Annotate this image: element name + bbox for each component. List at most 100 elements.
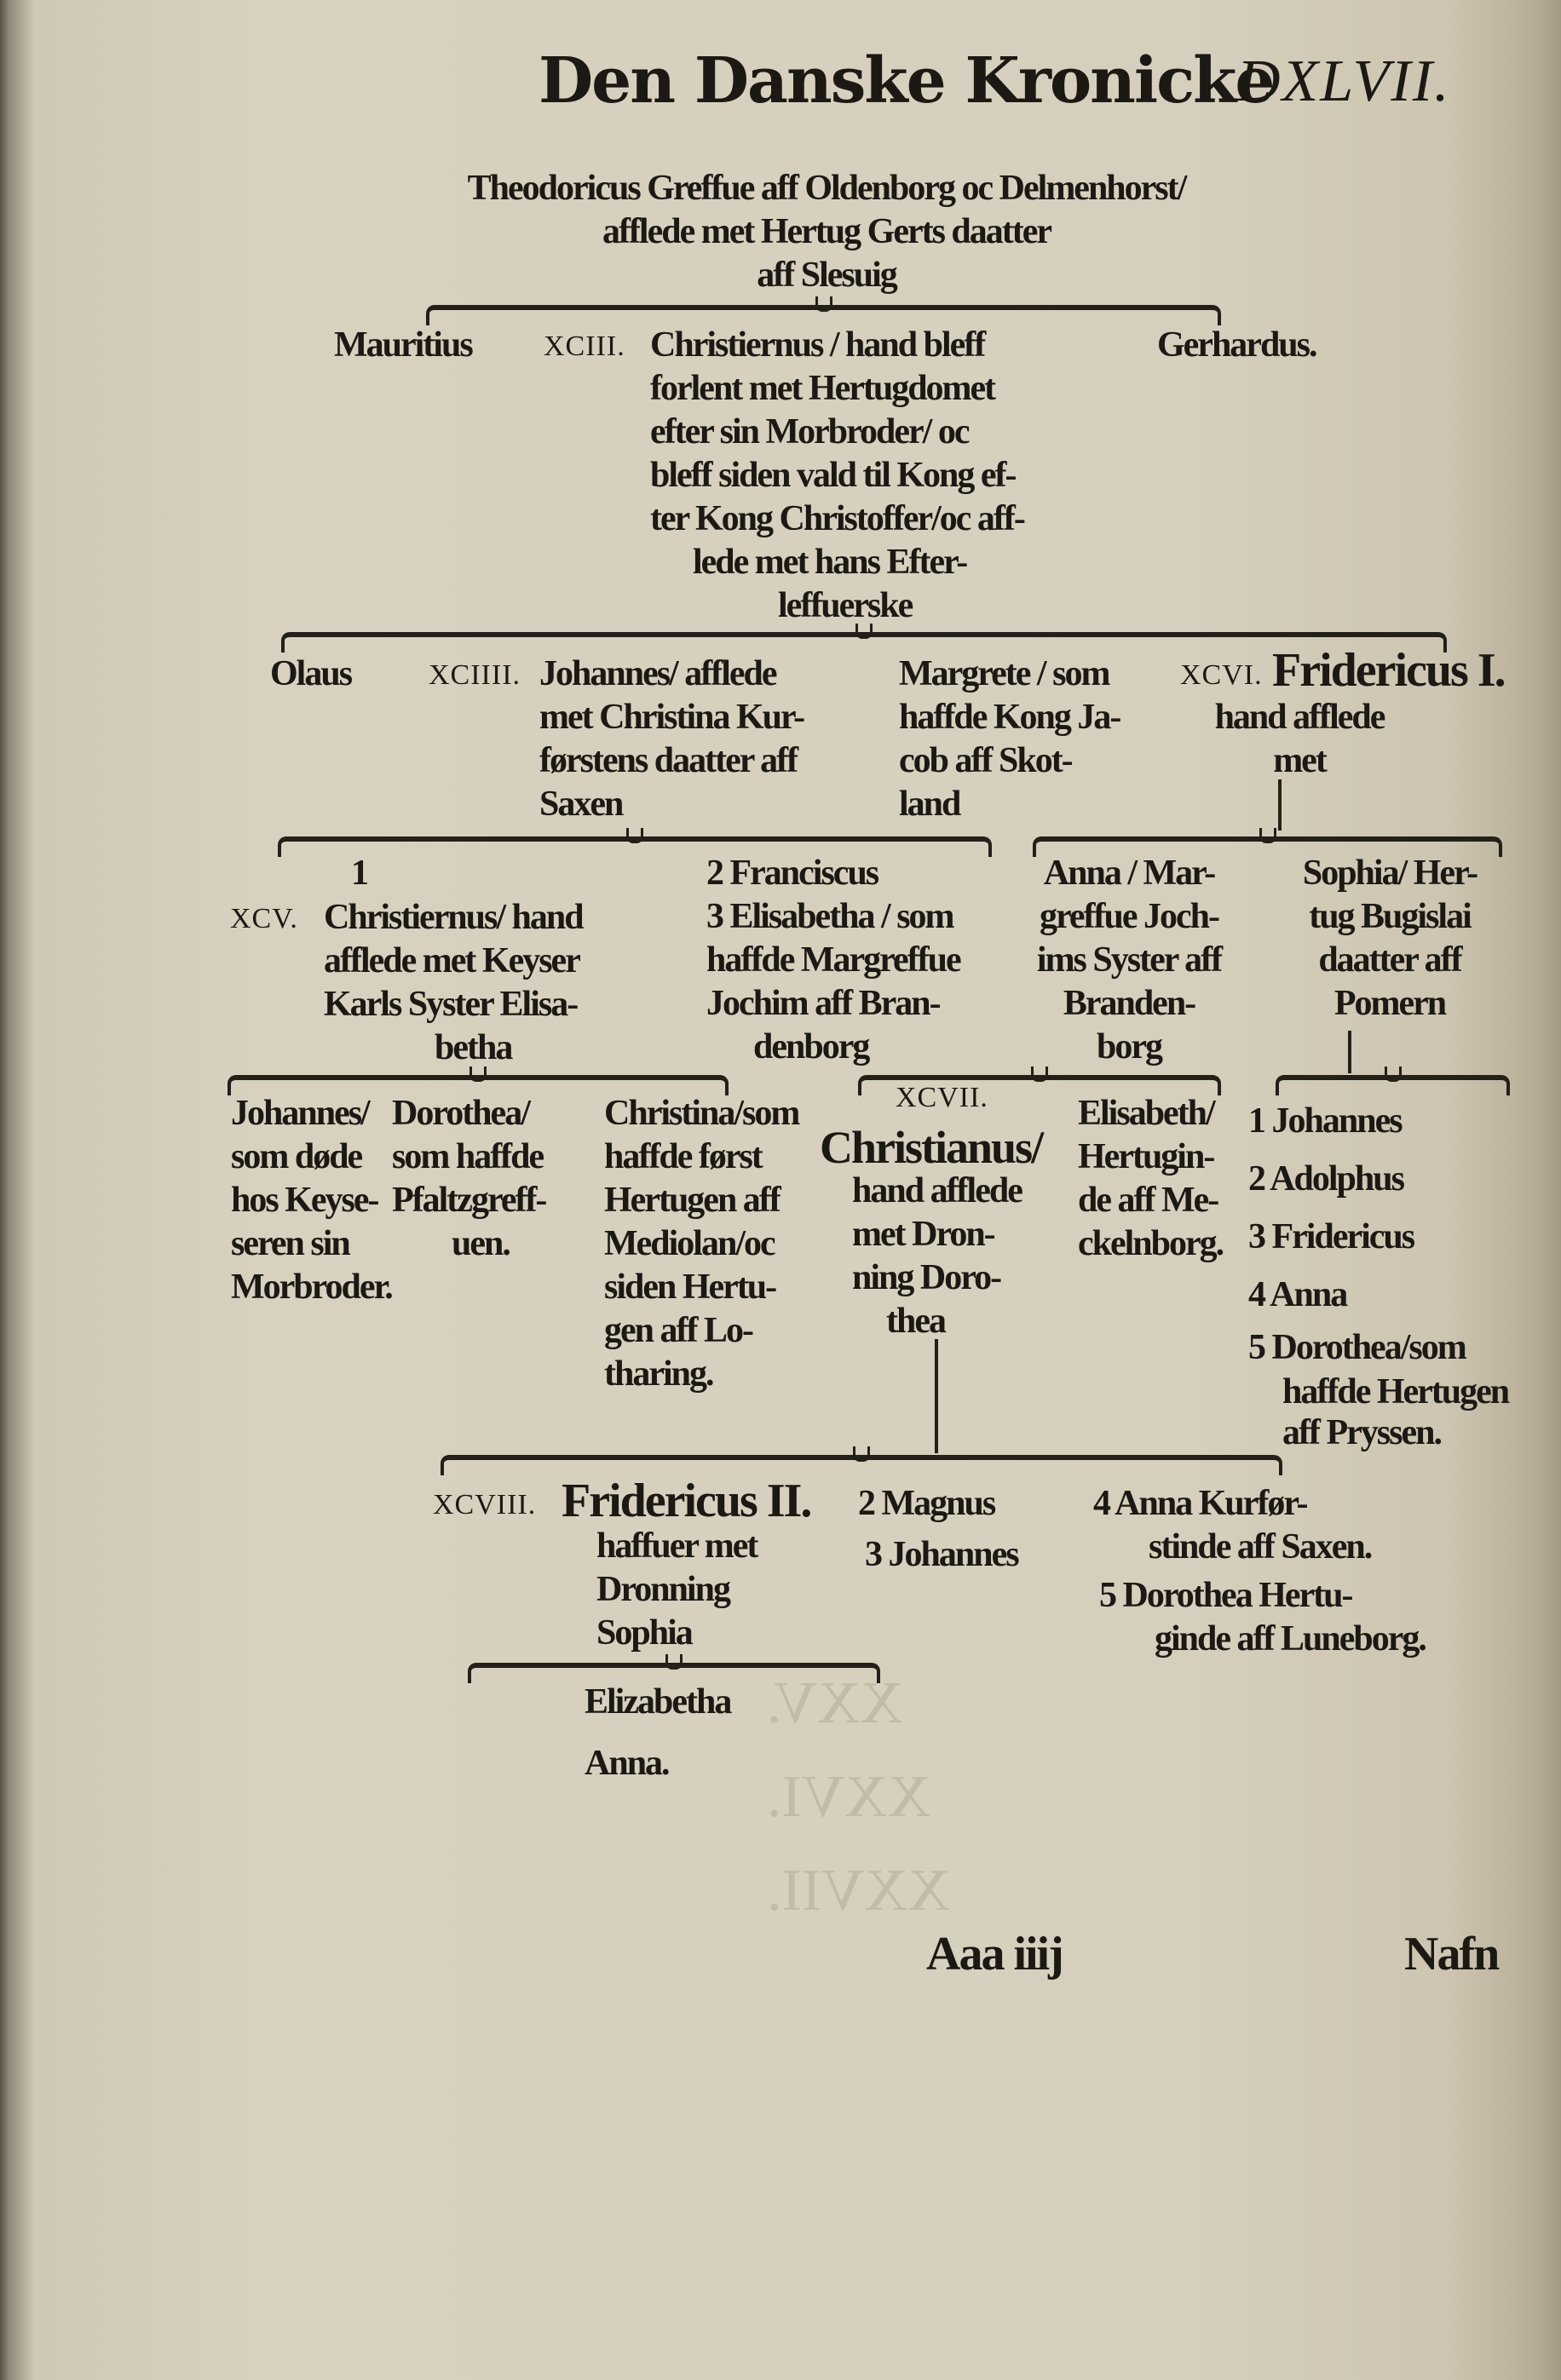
text-line: Anna / Mar- (1043, 854, 1216, 893)
text-line: Branden- (1063, 984, 1196, 1023)
genealogy-bracket (278, 836, 992, 857)
list-item: Elizabetha (585, 1682, 732, 1722)
entry-margrete: Margrete / som haffde Kong Ja- cob aff S… (899, 652, 1121, 826)
text-line: Elisabeth/ (1078, 1094, 1216, 1133)
text-line: ter Kong Christoffer/oc aff- (650, 499, 1026, 538)
regnal-number: XCIII. (544, 331, 625, 362)
text-line: Sophia/ Her- (1302, 854, 1478, 893)
genealogy-bracket (281, 632, 1447, 652)
genealogy-bracket (1276, 1075, 1510, 1095)
text-line: Jochim aff Bran- (706, 984, 942, 1023)
text-line: siden Hertu- (604, 1268, 777, 1307)
text-line: met Christina Kur- (539, 698, 805, 737)
genealogy-bracket (1033, 836, 1502, 857)
text-line: Margrete / som (899, 654, 1110, 693)
text-line: haffde Kong Ja- (899, 698, 1121, 737)
show-through-text: XXVII. (767, 1858, 951, 1923)
text-line: daatter aff (1318, 940, 1462, 980)
entry-fridericus-ii: Fridericus II. (562, 1475, 812, 1527)
genealogy-bracket (858, 1075, 1221, 1095)
entry-fridericus-i: Fridericus I. (1272, 644, 1506, 697)
text-line: 5 Dorothea Hertu- (1099, 1576, 1353, 1615)
entry-dorothea-hertuginde: 5 Dorothea Hertu- ginde aff Luneborg. (1099, 1574, 1427, 1661)
text-line: ckelnborg. (1078, 1224, 1224, 1263)
text-line: thea (886, 1302, 947, 1341)
text-line: Saxen (539, 785, 624, 824)
entry-fridericus-ii-text: haffuer met Dronning Sophia (596, 1525, 758, 1655)
genealogy-bracket (426, 305, 1221, 325)
text-line: Pfaltzgreff- (392, 1181, 547, 1220)
regnal-number: XCV. (230, 903, 298, 934)
text-line: Christiernus / hand bleff (650, 325, 986, 365)
running-title: Den Danske Kronicke (539, 44, 1276, 118)
text-line: cob aff Skot- (899, 741, 1074, 780)
text-line: met (1273, 741, 1328, 780)
list-item: 3 Fridericus (1248, 1217, 1415, 1256)
text-line: borg (1097, 1027, 1163, 1066)
text-line: ginde aff Luneborg. (1155, 1619, 1427, 1659)
entry-anna: Anna / Mar- greffue Joch- ims Syster aff… (1010, 852, 1248, 1069)
birth-order: 1 (351, 854, 369, 893)
list-item: Anna. (585, 1744, 671, 1783)
text-line: hos Keyse- (231, 1181, 379, 1220)
text-line: land (899, 785, 961, 824)
text-line: Theodoricus Greffue aff Oldenborg oc Del… (467, 169, 1188, 208)
text-line: greffue Joch- (1040, 897, 1220, 936)
text-line: Dronning (596, 1570, 731, 1609)
show-through-text: XXVI. (767, 1764, 931, 1830)
text-line: Johannes/ afflede (539, 654, 778, 693)
text-line: 4 Anna Kurfør- (1093, 1484, 1308, 1523)
text-line: afflede met Hertug Gerts daatter (602, 212, 1052, 251)
text-line: de aff Me- (1078, 1181, 1219, 1220)
folio-number: DXLVII. (1237, 49, 1451, 114)
entry-dorothea: Dorothea/ som haffde Pfaltzgreff- uen. (392, 1092, 547, 1266)
descent-line (1348, 1031, 1351, 1073)
genealogy-bracket (441, 1455, 1282, 1475)
entry-johannes: Johannes/ afflede met Christina Kur- før… (539, 652, 805, 826)
text-line: Morbroder. (231, 1268, 394, 1307)
entry-gerhardus: Gerhardus. (1157, 325, 1318, 365)
text-line: ning Doro- (852, 1258, 1002, 1297)
entry-magnus: 2 Magnus (858, 1484, 996, 1523)
descent-line (1278, 779, 1282, 831)
list-item: 5 Dorothea/som (1248, 1328, 1467, 1367)
text-line: uen. (452, 1224, 511, 1263)
text-line: Hertugen aff (604, 1181, 781, 1220)
text-line: Pomern (1333, 984, 1447, 1023)
catchword: Nafn (1404, 1928, 1500, 1980)
text-line: haffde Margreffue (706, 940, 962, 980)
entry-christiernus-ii: Christiernus/ hand afflede met Keyser Ka… (324, 896, 585, 1070)
genealogy-bracket (468, 1663, 880, 1683)
entry-fridericus-children: 1 Johannes 2 Adolphus 3 Fridericus 4 Ann… (1248, 1092, 1510, 1453)
text-line: Johannes/ (231, 1094, 371, 1133)
text-line: seren sin (231, 1224, 351, 1263)
entry-fridericus-i-text: hand afflede met (1214, 696, 1386, 783)
text-line: haffde Hertugen (1282, 1372, 1510, 1411)
text-line: aff Slesuig (757, 256, 898, 295)
text-line: hand afflede (1214, 698, 1386, 737)
text-line: 3 Elisabetha / som (706, 897, 955, 936)
text-line: lede met hans Efter- (693, 543, 968, 582)
text-line: haffuer met (596, 1526, 758, 1566)
text-line: afflede met Keyser (324, 941, 581, 980)
text-line: som haffde (392, 1137, 544, 1176)
text-line: tug Bugislai (1309, 897, 1472, 936)
text-line: bleff siden vald til Kong ef- (650, 456, 1017, 495)
text-line: 2 Franciscus (706, 854, 879, 893)
list-item: 4 Anna (1248, 1275, 1348, 1314)
text-line: Christianus/ (820, 1122, 1044, 1173)
text-line: tharing. (604, 1354, 715, 1394)
text-line: Christiernus/ hand (324, 898, 585, 937)
signature-mark: Aaa iiij (926, 1928, 1064, 1980)
text-line: met Dron- (852, 1215, 996, 1254)
text-line: førstens daatter aff (539, 741, 798, 780)
entry-christianus-iii: Christianus/ hand afflede met Dron- ning… (820, 1122, 1044, 1343)
regnal-number: XCVIII. (433, 1489, 537, 1521)
entry-children-fridericus-ii: Elizabetha Anna. (585, 1671, 732, 1794)
list-item: 2 Adolphus (1248, 1159, 1405, 1199)
descent-line (935, 1339, 938, 1453)
entry-johannes-sibling: 3 Johannes (865, 1535, 1020, 1574)
entry-christina: Christina/som haffde først Hertugen aff … (604, 1092, 800, 1396)
entry-sophia: Sophia/ Her- tug Bugislai daatter aff Po… (1283, 852, 1496, 1026)
entry-elisabeth: Elisabeth/ Hertugin- de aff Me- ckelnbor… (1078, 1092, 1224, 1266)
